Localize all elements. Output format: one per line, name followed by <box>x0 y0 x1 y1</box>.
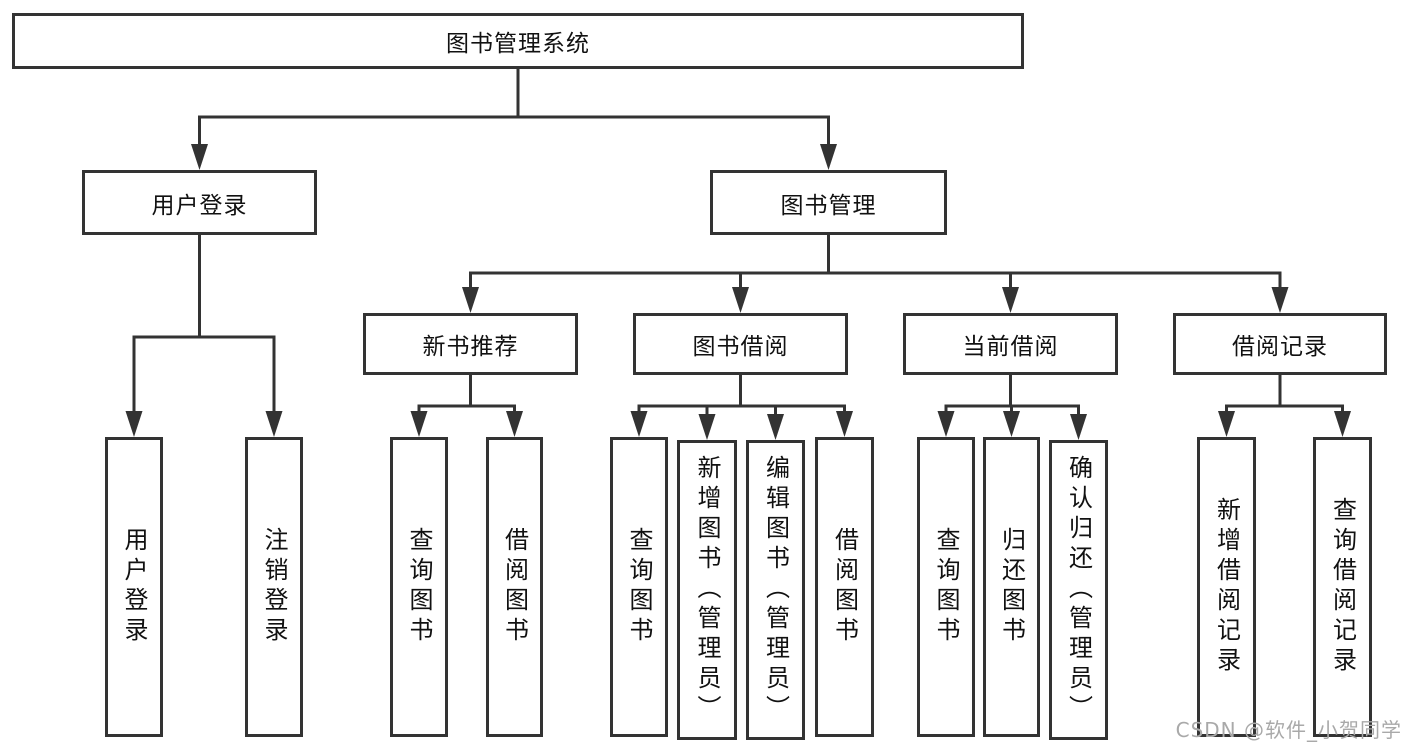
arrowhead-icon <box>1003 411 1020 437</box>
node-bb-borrow: 借阅图书 <box>815 437 874 737</box>
node-label-new-book-rec: 新书推荐 <box>422 334 519 360</box>
arrowhead-icon <box>732 287 749 313</box>
arrowhead-icon <box>836 411 853 437</box>
node-login: 用户登录 <box>82 170 317 235</box>
arrowhead-icon <box>265 411 283 437</box>
node-label-bb-query: 查询图书 <box>625 527 653 647</box>
node-logout: 注销登录 <box>245 437 303 737</box>
arrowhead-icon <box>1218 411 1235 437</box>
node-new-book-rec: 新书推荐 <box>363 313 578 375</box>
arrowhead-icon <box>630 411 648 437</box>
node-management: 图书管理 <box>710 170 947 235</box>
node-book-borrow: 图书借阅 <box>633 313 848 375</box>
node-br-query: 查询借阅记录 <box>1313 437 1372 737</box>
node-bb-add: 新增图书（管理员） <box>677 440 737 740</box>
node-label-root: 图书管理系统 <box>446 31 590 57</box>
node-bb-edit: 编辑图书（管理员） <box>746 440 805 740</box>
arrowhead-icon <box>1334 411 1351 437</box>
node-label-nbr-borrow: 借阅图书 <box>500 527 529 647</box>
node-label-bb-borrow: 借阅图书 <box>830 527 859 647</box>
node-label-bb-edit: 编辑图书（管理员） <box>761 455 790 725</box>
node-cb-confirm: 确认归还（管理员） <box>1049 440 1108 740</box>
node-cb-query: 查询图书 <box>917 437 975 737</box>
arrowhead-icon <box>1002 287 1019 313</box>
node-cb-return: 归还图书 <box>983 437 1040 737</box>
arrowhead-icon <box>1271 287 1289 313</box>
node-label-logout: 注销登录 <box>260 527 288 647</box>
arrowhead-icon <box>767 414 784 440</box>
node-nbr-query: 查询图书 <box>390 437 448 737</box>
arrowhead-icon <box>462 287 479 313</box>
node-label-borrow-records: 借阅记录 <box>1232 334 1328 360</box>
arrowhead-icon <box>410 411 428 437</box>
node-bb-query: 查询图书 <box>610 437 668 737</box>
arrowhead-icon <box>937 411 955 437</box>
node-label-br-query: 查询借阅记录 <box>1328 497 1357 677</box>
node-root: 图书管理系统 <box>12 13 1024 69</box>
node-label-cb-return: 归还图书 <box>997 527 1026 647</box>
node-label-book-borrow: 图书借阅 <box>692 334 789 360</box>
watermark: CSDN @软件_小贺同学 <box>1175 718 1402 742</box>
node-current-borrow: 当前借阅 <box>903 313 1118 375</box>
arrowhead-icon <box>125 411 143 437</box>
arrowhead-icon <box>1070 414 1087 440</box>
arrowhead-icon <box>191 144 208 170</box>
arrowhead-icon <box>820 144 837 170</box>
node-label-br-add: 新增借阅记录 <box>1212 497 1241 677</box>
node-label-user-login: 用户登录 <box>120 527 148 647</box>
node-label-bb-add: 新增图书（管理员） <box>693 455 721 725</box>
node-label-nbr-query: 查询图书 <box>405 527 433 647</box>
node-borrow-records: 借阅记录 <box>1173 313 1387 375</box>
node-nbr-borrow: 借阅图书 <box>486 437 543 737</box>
node-label-cb-query: 查询图书 <box>932 527 960 647</box>
node-user-login: 用户登录 <box>105 437 163 737</box>
arrowhead-icon <box>698 414 716 440</box>
node-label-management: 图书管理 <box>780 192 877 219</box>
node-label-current-borrow: 当前借阅 <box>962 334 1059 360</box>
node-br-add: 新增借阅记录 <box>1197 437 1256 737</box>
node-label-cb-confirm: 确认归还（管理员） <box>1064 455 1093 725</box>
node-label-login: 用户登录 <box>151 192 248 219</box>
arrowhead-icon <box>506 411 523 437</box>
